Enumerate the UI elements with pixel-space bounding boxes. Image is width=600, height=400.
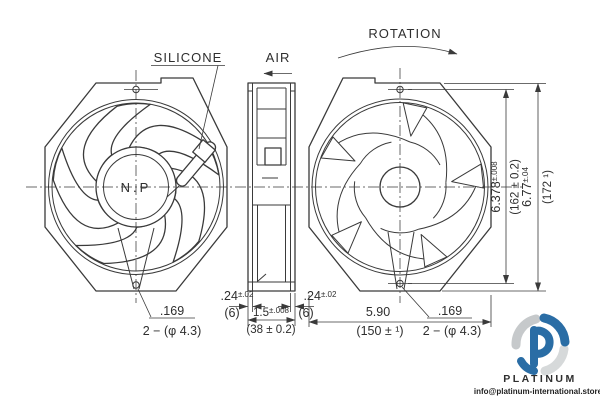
dim-hole-left-note: 2 − (φ 4.3) — [143, 324, 201, 338]
front-view: N.P — [32, 77, 228, 292]
dim-height-mm: (172 ¹) — [542, 170, 554, 204]
dim-depth-inch: 1.5±.008 — [253, 306, 290, 319]
platinum-logo-icon — [511, 313, 570, 376]
brand-name: PLATINUM — [503, 373, 576, 385]
dim-hole-right: .169 2 − (φ 4.3) — [401, 286, 481, 338]
dim-hole-right-note: 2 − (φ 4.3) — [423, 324, 481, 338]
rotation-direction-arrow — [337, 46, 458, 59]
dim-flange-left-mm: (6) — [224, 306, 239, 320]
dim-flange-left-inch: .24±.02 — [221, 289, 254, 303]
silicone-label: SILICONE — [154, 50, 223, 65]
dim-hole-right-inch: .169 — [438, 304, 462, 318]
watermark: PLATINUM info@platinum-international.sto… — [474, 313, 600, 396]
centerlines — [26, 68, 523, 303]
dim-height-inch: 6.77±.04 — [520, 167, 534, 207]
dim-depth-flanges: .24±.02 (6) .24±.02 (6) 1.5±.008 (38 ± 0… — [221, 289, 337, 336]
dim-hole-left-inch: .169 — [160, 304, 184, 318]
dim-hole-pitch-h-inch: 5.90 — [366, 305, 390, 319]
dim-vertical: 6.378±.008 (162 ± 0.2) 6.77±.04 (172 ¹) — [408, 83, 554, 292]
dim-hole-left: .169 2 − (φ 4.3) — [137, 288, 201, 338]
dim-hole-pitch-v-inch: 6.378±.008 — [489, 161, 503, 213]
silicone-tube — [166, 139, 217, 198]
side-view — [247, 82, 296, 292]
dim-flange-right-inch: .24±.02 — [304, 289, 337, 303]
dim-flange-right-mm: (6) — [298, 306, 313, 320]
brand-email: info@platinum-international.store — [474, 387, 600, 396]
dim-hole-pitch-h: 5.90 (150 ± ¹) — [308, 295, 492, 338]
air-label: AIR — [266, 50, 291, 65]
dim-depth-mm: (38 ± 0.2) — [246, 324, 295, 336]
dim-hole-pitch-v-mm: (162 ± 0.2) — [510, 159, 522, 215]
annotation-rotation: ROTATION — [337, 26, 458, 59]
rear-view — [308, 77, 497, 292]
annotation-silicone: SILICONE — [151, 50, 225, 150]
dim-hole-pitch-h-mm: (150 ± ¹) — [356, 324, 403, 338]
annotation-air: AIR — [263, 50, 292, 77]
hub-marking: N.P — [121, 180, 152, 195]
rotation-label: ROTATION — [368, 26, 441, 41]
